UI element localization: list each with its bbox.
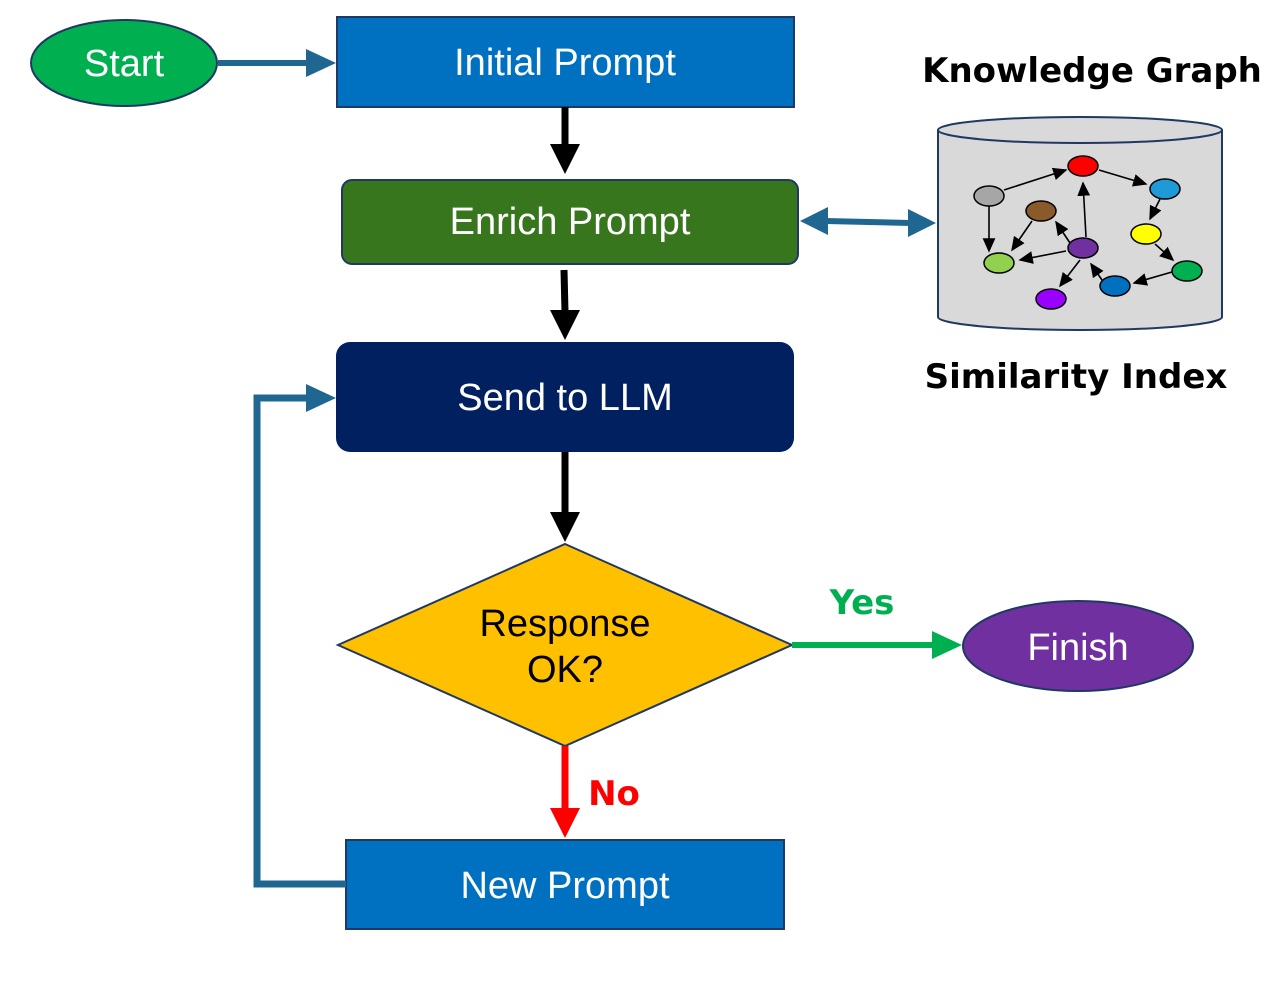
graph-node-red (1067, 155, 1099, 177)
graph-node-lightgreen (983, 252, 1015, 274)
graph-node-violet (1035, 288, 1067, 310)
decision-label-line1: Response (479, 603, 650, 645)
response-ok-decision: Response OK? (335, 542, 795, 748)
enrich-to-send-arrow (550, 269, 580, 340)
yes-label: Yes (829, 583, 895, 623)
send-to-llm-box: Send to LLM (336, 342, 794, 452)
graph-edges (982, 167, 1175, 288)
initial-to-enrich-arrow (550, 107, 580, 174)
graph-node-yellow (1130, 223, 1162, 245)
finish-node: Finish (962, 600, 1194, 692)
graph-node-purple (1067, 237, 1099, 259)
yes-arrow (792, 631, 962, 659)
feedback-loop-arrow (253, 384, 346, 888)
no-arrow (550, 746, 580, 838)
enrich-prompt-box: Enrich Prompt (341, 179, 799, 265)
graph-node-gray (973, 185, 1005, 207)
send-to-llm-label: Send to LLM (457, 377, 672, 419)
new-prompt-label: New Prompt (460, 865, 669, 907)
enrich-prompt-label: Enrich Prompt (450, 201, 691, 243)
graph-node-brown (1025, 200, 1057, 222)
graph-node-blue (1099, 275, 1131, 297)
new-prompt-box: New Prompt (345, 839, 785, 930)
decision-label-line2: OK? (527, 649, 603, 691)
finish-label: Finish (1027, 627, 1128, 669)
start-label: Start (84, 43, 165, 85)
initial-prompt-label: Initial Prompt (454, 42, 676, 84)
start-to-initial-arrow (218, 49, 336, 77)
graph-node-green (1171, 260, 1203, 282)
graph-nodes (973, 155, 1203, 310)
start-node: Start (30, 19, 218, 107)
graph-node-lightblue (1149, 178, 1181, 200)
initial-prompt-box: Initial Prompt (336, 16, 795, 108)
enrich-kg-bidirectional-arrow (800, 207, 936, 237)
similarity-index-label: Similarity Index (925, 357, 1228, 397)
knowledge-graph-label: Knowledge Graph (922, 51, 1262, 91)
no-label: No (588, 774, 640, 814)
send-to-decision-arrow (550, 452, 580, 542)
knowledge-graph-cylinder (937, 116, 1223, 331)
